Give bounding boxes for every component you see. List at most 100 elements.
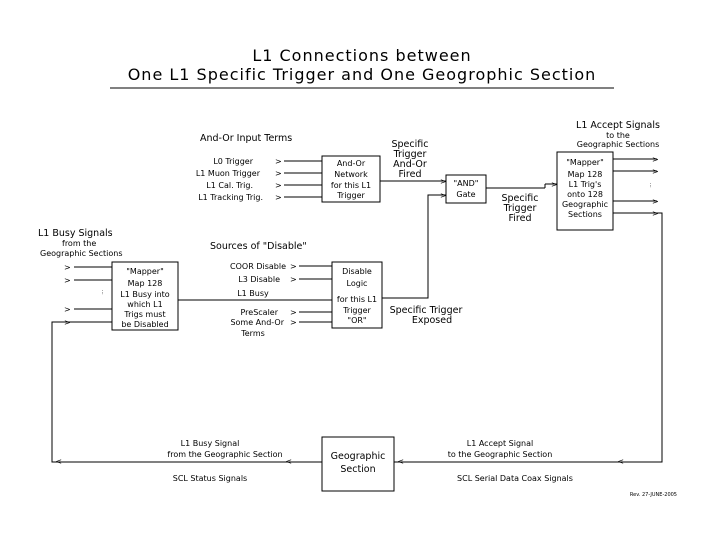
specific-trigger-andor-fired-label: Specific Trigger And-Or Fired <box>392 139 429 180</box>
box-text: for this L1 <box>337 295 377 304</box>
term-label: L1 Muon Trigger <box>196 169 261 178</box>
mapper-right-box <box>556 151 614 231</box>
input-arrow: > <box>290 308 297 317</box>
label-text: L1 Busy Signals <box>38 228 113 239</box>
mapper-left-box <box>111 261 179 331</box>
label-text: Trigger <box>393 149 427 160</box>
flow-arrow: > <box>55 457 62 466</box>
input-arrow: > <box>290 262 297 271</box>
input-arrow: > <box>290 318 297 327</box>
input-arrow: > <box>64 263 71 272</box>
label-text: Specific Trigger <box>390 305 463 316</box>
box-text: And-Or <box>337 159 366 168</box>
title-line-1: L1 Connections between <box>252 46 471 65</box>
box-text: Geographic <box>562 200 608 209</box>
and-gate-text: Gate <box>456 190 475 199</box>
label-text: L1 Busy Signal <box>181 439 240 448</box>
box-text: Map 128 <box>128 279 163 288</box>
flow-arrow: > <box>285 457 292 466</box>
input-arrow: > <box>64 276 71 285</box>
box-text: Disable <box>342 267 372 276</box>
label-text: to the <box>606 131 630 140</box>
box-text: be Disabled <box>121 320 168 329</box>
output-arrow: > <box>652 209 659 218</box>
box-text: Sections <box>568 210 602 219</box>
flow-arrow: > <box>551 180 558 189</box>
label-text: Trigger <box>503 203 537 214</box>
box-text: Trigger <box>342 306 371 315</box>
label-text: to the Geographic Section <box>448 450 553 459</box>
term-label: L1 Cal. Trig. <box>206 181 253 190</box>
box-text: Trigs must <box>123 310 165 319</box>
busy-signals-label: L1 Busy Signals from the Geographic Sect… <box>38 228 123 258</box>
flow-arrow: > <box>440 177 447 186</box>
input-arrow: > <box>275 193 282 202</box>
bottom-left-label: L1 Busy Signal from the Geographic Secti… <box>167 439 282 483</box>
output-arrow: > <box>652 197 659 206</box>
input-arrow: > <box>275 157 282 166</box>
box-text: which L1 <box>127 300 162 309</box>
source-label: Terms <box>240 329 265 338</box>
specific-trigger-fired-label: Specific Trigger Fired <box>502 193 539 224</box>
label-text: Exposed <box>412 315 452 326</box>
box-text: Logic <box>347 279 368 288</box>
geographic-section-box <box>321 436 395 492</box>
input-arrow: > <box>290 275 297 284</box>
box-text: Trigger <box>336 191 365 200</box>
box-text: for this L1 <box>331 181 371 190</box>
term-label: L0 Trigger <box>213 157 253 166</box>
box-text: "OR" <box>347 316 366 325</box>
label-text: SCL Serial Data Coax Signals <box>457 474 573 483</box>
box-text: Network <box>334 170 368 179</box>
busy-return-path <box>51 321 322 463</box>
disable-logic-label: Disable Logic for this L1 Trigger "OR" <box>337 267 377 325</box>
label-text: And-Or <box>393 159 427 170</box>
and-or-terms-heading: And-Or Input Terms <box>200 133 292 144</box>
box-text: onto 128 <box>567 190 603 199</box>
flow-arrow: > <box>397 457 404 466</box>
geographic-section-text: Section <box>340 464 375 475</box>
mapper-left-inputs: > > > > ... <box>64 263 112 327</box>
and-or-terms-list: L0 Trigger L1 Muon Trigger L1 Cal. Trig.… <box>196 157 322 202</box>
disable-sources-heading: Sources of "Disable" <box>210 241 307 252</box>
ellipsis-dots: ... <box>648 183 654 188</box>
mapper-left-label: "Mapper" Map 128 L1 Busy into which L1 T… <box>120 267 170 329</box>
accept-signals-label: L1 Accept Signals to the Geographic Sect… <box>576 120 660 149</box>
flow-arrow: > <box>440 191 447 200</box>
bottom-right-label: L1 Accept Signal to the Geographic Secti… <box>448 439 573 483</box>
source-label: L3 Disable <box>238 275 280 284</box>
box-text: Map 128 <box>568 170 603 179</box>
input-arrow: > <box>275 169 282 178</box>
mapper-right-label: "Mapper" Map 128 L1 Trig's onto 128 Geog… <box>562 158 608 219</box>
input-arrow: > <box>275 181 282 190</box>
label-text: Specific <box>392 139 429 150</box>
and-or-network-box <box>321 155 381 203</box>
box-text: "Mapper" <box>566 158 604 167</box>
mapper-right-outputs: > > > > ... <box>613 155 659 218</box>
label-text: L1 Accept Signals <box>576 120 660 131</box>
label-text: SCL Status Signals <box>173 474 247 483</box>
geographic-section-text: Geographic <box>331 451 386 462</box>
label-text: from the Geographic Section <box>167 450 282 459</box>
source-label: L1 Busy <box>237 289 269 298</box>
revision-note: Rev. 27-JUNE-2005 <box>630 492 677 498</box>
label-text: from the <box>62 239 96 248</box>
flow-arrow: > <box>617 457 624 466</box>
label-text: Geographic Sections <box>577 140 660 149</box>
term-label: L1 Tracking Trig. <box>198 193 263 202</box>
label-text: Fired <box>399 169 422 180</box>
label-text: Geographic Sections <box>40 249 123 258</box>
label-text: L1 Accept Signal <box>467 439 533 448</box>
ellipsis-dots: ... <box>100 290 106 295</box>
and-gate-box <box>445 174 487 204</box>
label-text: Fired <box>509 213 532 224</box>
box-text: "Mapper" <box>126 267 164 276</box>
source-label: PreScaler <box>240 308 278 317</box>
box-text: L1 Trig's <box>569 180 602 189</box>
and-gate-text: "AND" <box>454 179 479 188</box>
disable-sources-list: COOR Disable L3 Disable L1 Busy PreScale… <box>178 262 332 338</box>
specific-trigger-exposed-label: Specific Trigger Exposed <box>390 305 463 326</box>
output-arrow: > <box>652 155 659 164</box>
input-arrow: > <box>64 305 71 314</box>
box-text: L1 Busy into <box>120 290 170 299</box>
